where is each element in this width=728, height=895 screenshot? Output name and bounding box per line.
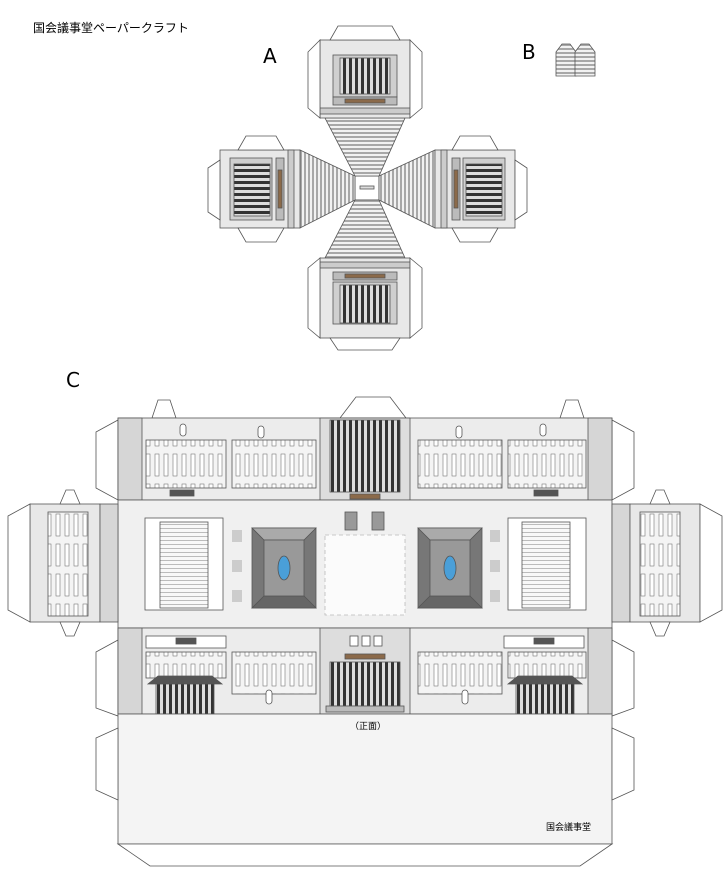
part-c-upper-wall (117, 417, 613, 501)
part-a-label: A (263, 44, 277, 68)
part-a (207, 25, 528, 351)
front-label: （正面） (350, 722, 387, 732)
part-c-right-wing (611, 489, 723, 637)
page-title: 国会議事堂ペーパークラフト (33, 21, 189, 35)
part-b-label: B (522, 40, 536, 64)
building-name-label: 国会議事堂 (546, 823, 592, 833)
part-c-left-wing (7, 489, 119, 637)
part-c-label: C (66, 368, 80, 392)
part-a-right-face (434, 135, 528, 243)
part-c (7, 396, 723, 867)
part-a-left-face (207, 135, 301, 243)
part-a-bottom-face (307, 257, 423, 351)
part-c-base-panel (95, 713, 635, 867)
part-c-front-facade (117, 627, 613, 715)
part-c-roof (117, 499, 613, 629)
part-a-top-face (307, 25, 423, 119)
part-b (555, 43, 596, 77)
